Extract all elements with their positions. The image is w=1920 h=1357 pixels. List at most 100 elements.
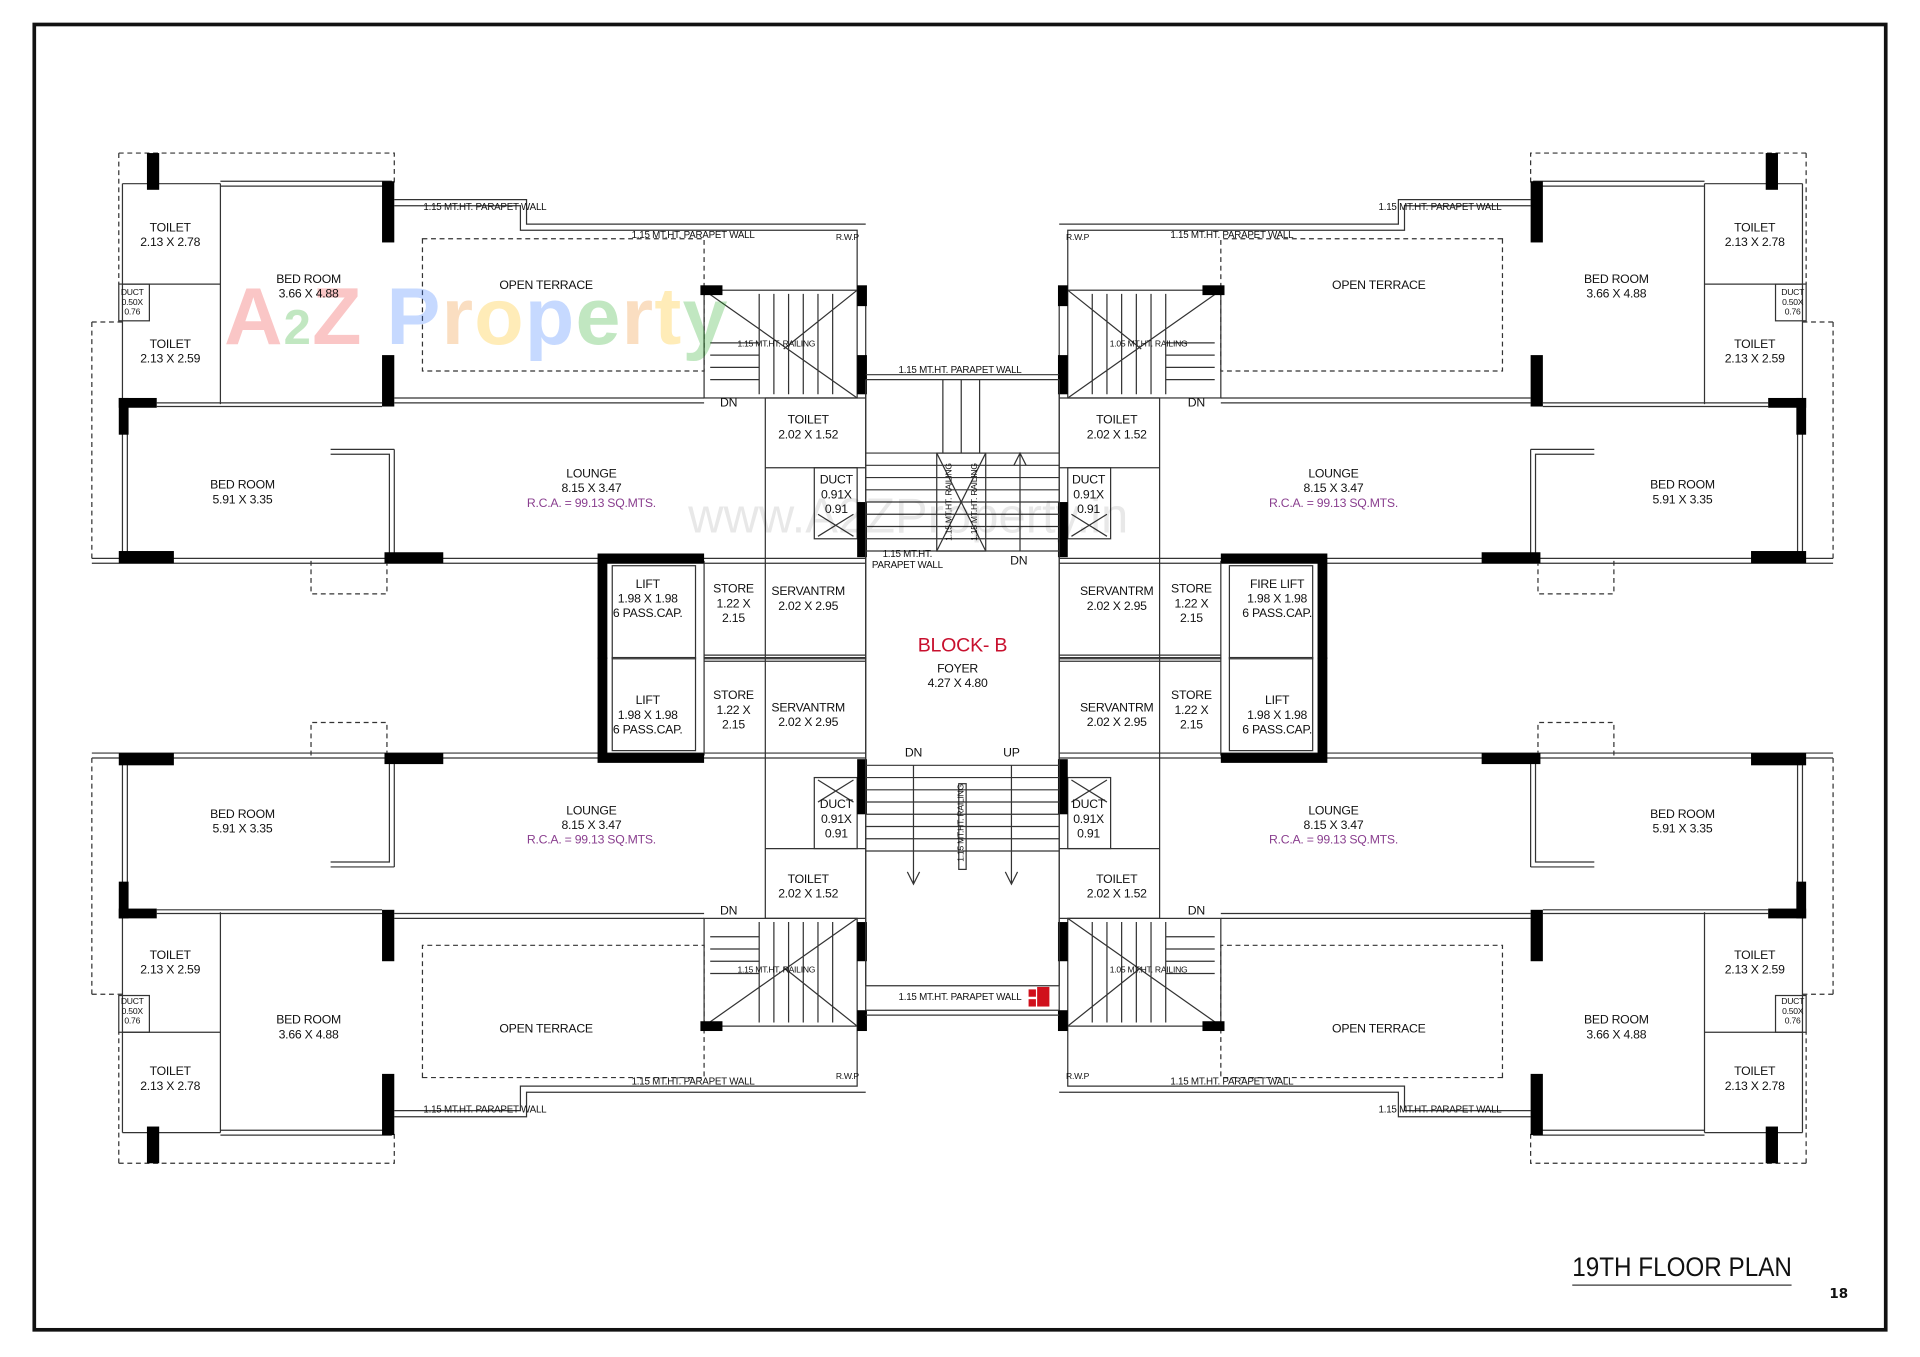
unit-bottom-right-store-size-a: 1.22 X <box>1174 704 1209 718</box>
core-railing-c: 1.15 MT.HT. RAILING <box>958 784 968 862</box>
unit-bottom-left-dn: DN <box>720 905 737 920</box>
unit-top-left-terrace-terrace: OPEN TERRACE <box>499 279 593 293</box>
core-dn-bottom: DN <box>905 747 922 762</box>
unit-bottom-right-rwp: R.W.P <box>1066 1073 1089 1083</box>
unit-top-left-toilet-b-size: 2.13 X 2.59 <box>140 352 201 367</box>
unit-bottom-left-servant-size: 2.02 X 2.95 <box>778 716 839 730</box>
unit-bottom-left-bed-a-name: BED ROOM <box>276 1013 341 1028</box>
unit-top-right-bed-b-size: 5.91 X 3.35 <box>1652 493 1713 507</box>
unit-top-right-dn: DN <box>1188 397 1205 412</box>
core-railing-b: 1.15 MT.HT. RAILING <box>971 463 981 541</box>
unit-bottom-left-parapet-2-parapet-2: 1.15 MT.HT. PARAPET WALL <box>631 1075 755 1087</box>
unit-top-right-lounge-name: LOUNGE <box>1308 467 1359 482</box>
unit-bottom-left-duct-size-b: 0.76 <box>124 1017 141 1027</box>
unit-bottom-left-toilet-c-name: TOILET <box>787 873 829 887</box>
unit-bottom-left-lift-cap: 6 PASS.CAP. <box>612 723 683 738</box>
unit-bottom-left-lounge-rca: R.C.A. = 99.13 SQ.MTS. <box>526 833 656 848</box>
core-stairs <box>865 374 1060 1016</box>
core-parapet-top: 1.15 MT.HT. PARAPET WALL <box>899 364 1022 375</box>
unit-top-left-duct-c-name: DUCT <box>819 473 853 488</box>
core-railing-a: 1.15 MT.HT. RAILING <box>945 463 955 541</box>
unit-top-right-lounge-rca: R.C.A. = 99.13 SQ.MTS. <box>1268 497 1398 511</box>
unit-top-right-parapet-2-parapet-2: 1.15 MT.HT. PARAPET WALL <box>1170 229 1294 241</box>
unit-top-left-lift-size: 1.98 X 1.98 <box>617 592 678 607</box>
unit-bottom-right-servant-size: 2.02 X 2.95 <box>1086 716 1147 730</box>
unit-bottom-left-dn-dn: DN <box>719 904 738 919</box>
core-railing-c-railing-c: 1.15 MT.HT. RAILING <box>957 783 967 862</box>
sheet-border <box>32 22 1888 1332</box>
core-dn-top: DN <box>1010 555 1027 570</box>
unit-top-left-parapet-1: 1.15 MT.HT. PARAPET WALL <box>423 201 546 212</box>
unit-bottom-right-toilet-b-name: TOILET <box>1734 948 1776 963</box>
unit-bottom-right-terrace-terrace: OPEN TERRACE <box>1332 1022 1426 1036</box>
unit-bottom-right-dn-dn: DN <box>1187 904 1205 919</box>
unit-top-left-duct-c-size-a: 0.91X <box>820 488 852 503</box>
core-railing-b-railing-b: 1.15 MT.HT. RAILING <box>971 463 980 541</box>
unit-top-right-lift-size: 1.98 X 1.98 <box>1247 592 1308 607</box>
unit-bottom-right-duct-c-size-a: 0.91X <box>1073 813 1104 827</box>
unit-top-right-servant-name: SERVANTRM <box>1079 585 1154 599</box>
unit-top-left-dn: DN <box>720 397 737 412</box>
unit-top-right-parapet-1-parapet-1: 1.15 MT.HT. PARAPET WALL <box>1378 201 1502 213</box>
unit-bottom-left-lift-size: 1.98 X 1.98 <box>617 708 678 723</box>
core-up-bottom: UP <box>1003 747 1020 762</box>
core-parapet-mid-parapet-mid-2: PARAPET WALL <box>871 559 943 571</box>
unit-top-right-lounge-size: 8.15 X 3.47 <box>1303 482 1364 496</box>
unit-bottom-right-lounge-name: LOUNGE <box>1308 804 1359 818</box>
unit-bottom-left-lounge-size: 8.15 X 3.47 <box>561 819 622 833</box>
unit-bottom-left-parapet-1-parapet-1: 1.15 MT.HT. PARAPET WALL <box>423 1103 547 1115</box>
unit-top-left-bed-a-name: BED ROOM <box>276 273 341 287</box>
unit-top-right-rwp-rwp: R.W.P <box>1066 233 1090 243</box>
unit-top-left-bed-b-name: BED ROOM <box>210 478 275 493</box>
unit-top-left-duct-c-size-b: 0.91 <box>824 503 848 517</box>
unit-top-right-railing: 1.05 MT.HT. RAILING <box>1110 340 1188 350</box>
unit-top-left-toilet-b-name: TOILET <box>149 337 191 352</box>
unit-bottom-right-duct-c-name: DUCT <box>1072 798 1106 812</box>
unit-bottom-left-bed-b-size: 5.91 X 3.35 <box>212 822 273 837</box>
plan-title: 19TH FLOOR PLAN <box>1572 1251 1792 1286</box>
unit-bottom-left-rwp: R.W.P <box>836 1073 859 1083</box>
unit-top-left-store-size-a: 1.22 X <box>716 597 751 612</box>
core-up-bottom-up-bottom: UP <box>1003 746 1020 761</box>
unit-top-left-parapet-1-parapet-1: 1.15 MT.HT. PARAPET WALL <box>423 201 547 213</box>
unit-bottom-left-railing: 1.15 MT.HT. RAILING <box>737 966 815 976</box>
unit-top-right-duct-c-name: DUCT <box>1072 473 1106 488</box>
unit-top-right-toilet-b-name: TOILET <box>1734 337 1776 352</box>
unit-top-right-bed-a-size: 3.66 X 4.88 <box>1586 287 1647 302</box>
unit-bottom-right-railing-railing: 1.05 MT.HT. RAILING <box>1109 966 1188 975</box>
unit-bottom-right-duct-size-a: 0.50X <box>1782 1007 1804 1017</box>
unit-top-right-servant-size: 2.02 X 2.95 <box>1086 600 1147 614</box>
unit-bottom-right-lift-name: LIFT <box>1265 694 1290 708</box>
unit-bottom-right-lounge-rca: R.C.A. = 99.13 SQ.MTS. <box>1268 833 1398 848</box>
unit-bottom-right-toilet-a-name: TOILET <box>1734 1065 1776 1079</box>
unit-top-right-toilet-c-size: 2.02 X 1.52 <box>1086 428 1147 443</box>
unit-top-right-lift-name: FIRE LIFT <box>1250 577 1305 592</box>
core-parapet-bottom-parapet-bottom: 1.15 MT.HT. PARAPET WALL <box>898 991 1022 1003</box>
stamp-mark <box>1028 986 1050 1007</box>
unit-top-left-parapet-2: 1.15 MT.HT. PARAPET WALL <box>632 230 755 241</box>
unit-top-left-railing-railing: 1.15 MT.HT. RAILING <box>737 340 816 349</box>
unit-bottom-right-bed-a-size: 3.66 X 4.88 <box>1586 1028 1647 1043</box>
unit-bottom-left-lounge-name: LOUNGE <box>566 804 617 818</box>
